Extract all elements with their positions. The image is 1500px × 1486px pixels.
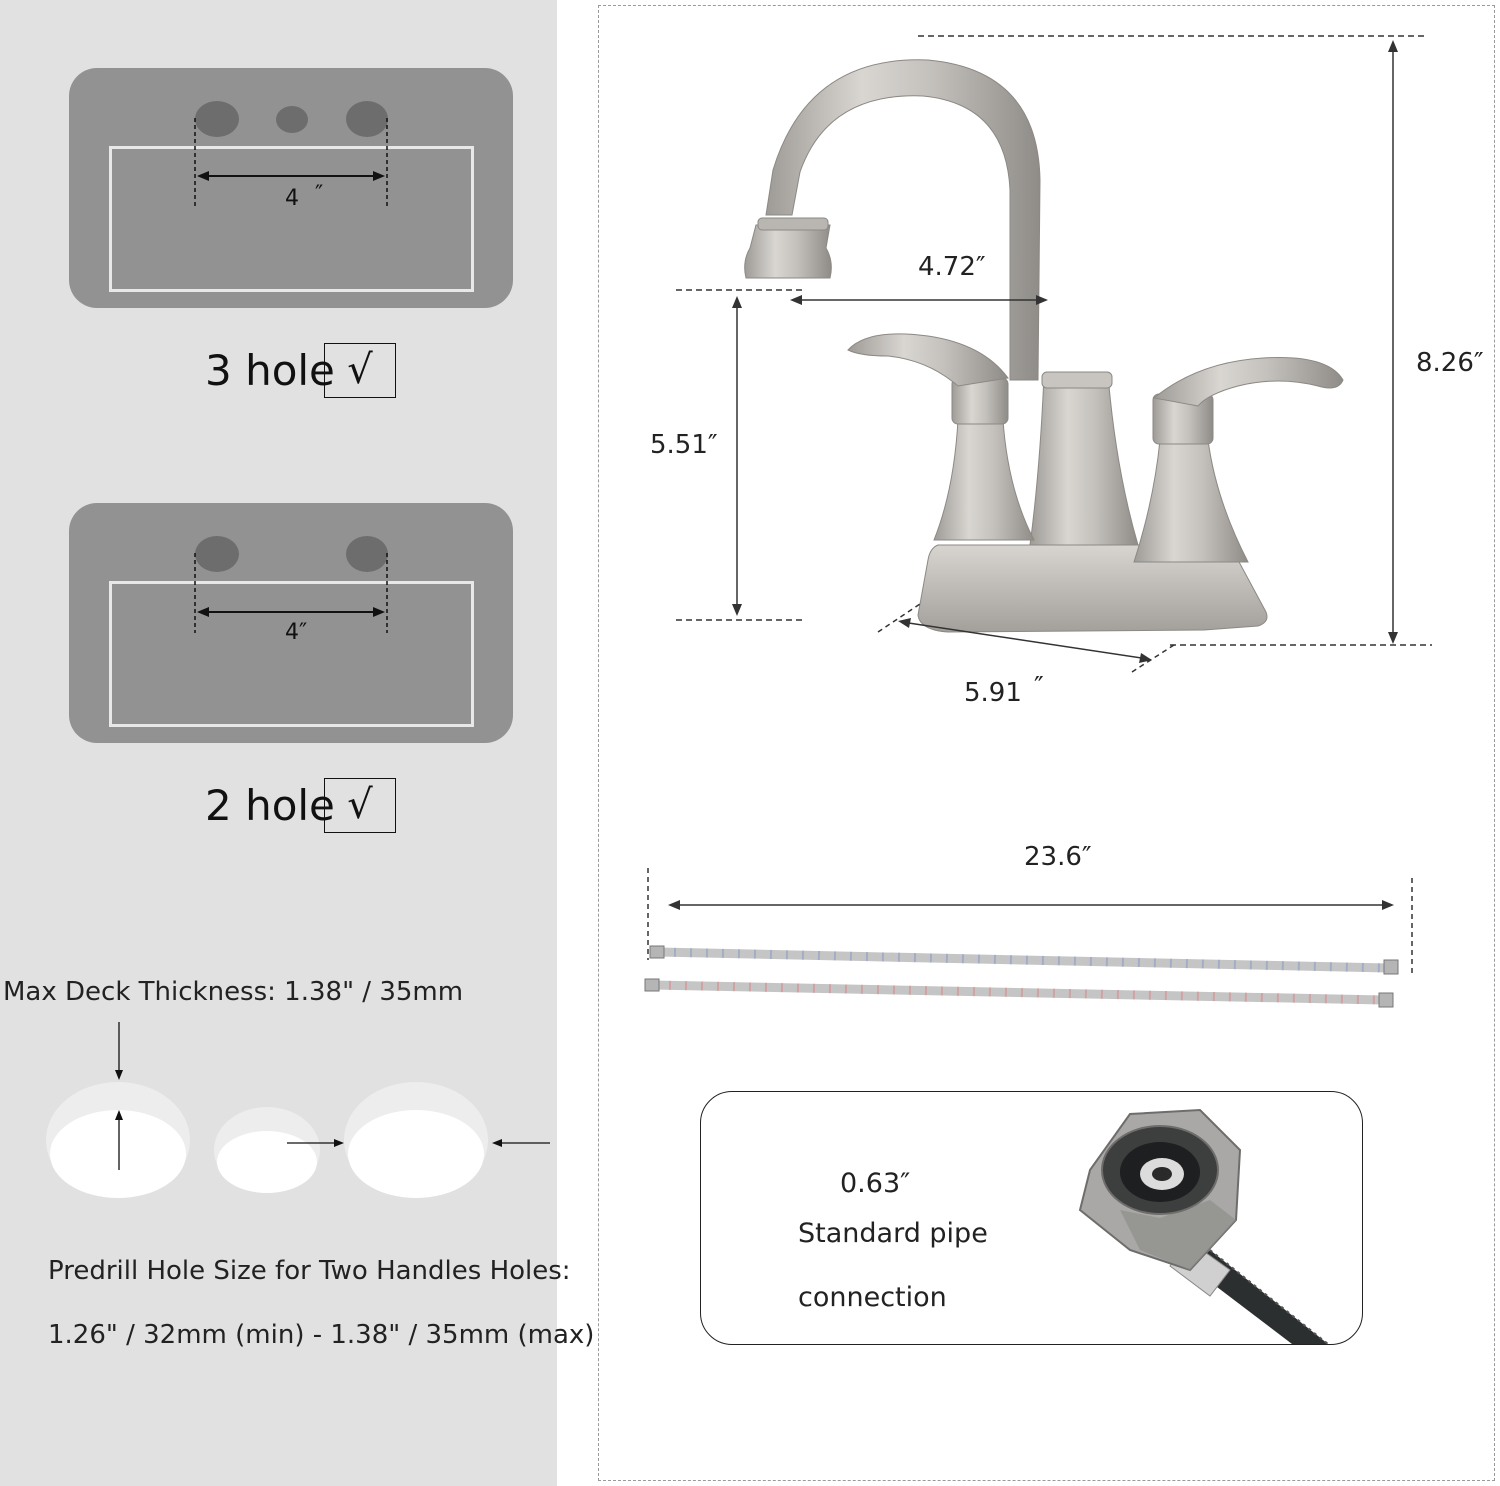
two-hole-label: 2 hole	[205, 781, 335, 830]
connection-size: 0.63″	[840, 1168, 911, 1199]
hose-nut-connector-image	[1078, 1108, 1329, 1345]
hole-right	[346, 536, 388, 572]
supply-hoses-drawing	[644, 868, 1413, 1008]
sink-basin	[109, 146, 474, 292]
faucet-center-column	[1029, 374, 1139, 546]
sink-basin	[109, 581, 474, 727]
hole-center	[276, 106, 308, 133]
supply-hose-1	[649, 945, 1399, 975]
base-length-value: 5.91	[964, 678, 1022, 708]
hole-right	[346, 101, 388, 137]
three-hole-spacing-dimension	[194, 118, 388, 206]
supply-hose-2	[644, 978, 1394, 1008]
predrill-range: 1.26" / 32mm (min) - 1.38" / 35mm (max)	[48, 1320, 595, 1350]
connection-label-line1: Standard pipe	[798, 1218, 988, 1249]
spout-height-value: 5.51″	[650, 430, 718, 460]
two-hole-check-box: √	[324, 778, 396, 833]
right-handle-lever	[1152, 357, 1344, 407]
left-handle-lever	[847, 333, 1009, 387]
spout-reach-value: 4.72″	[918, 252, 986, 282]
faucet-spout	[765, 59, 1041, 381]
two-hole-spacing-value: 4″	[285, 620, 308, 645]
left-handle-body	[933, 419, 1035, 541]
three-hole-sink-diagram: 4 ″	[69, 68, 513, 308]
three-hole-check-box: √	[324, 343, 396, 398]
deck-thickness-text: Max Deck Thickness: 1.38" / 35mm	[3, 977, 464, 1007]
hose-length-value: 23.6″	[1024, 842, 1092, 872]
total-height-value: 8.26″	[1416, 348, 1484, 378]
two-hole-sink-diagram: 4″	[69, 503, 513, 743]
three-hole-label: 3 hole	[205, 346, 335, 395]
hole-left	[195, 536, 239, 572]
hole-left	[195, 101, 239, 137]
deck-hole-sizes-illustration	[46, 1022, 550, 1198]
right-dimension-frame	[598, 5, 1495, 1481]
three-hole-spacing-unit: ″	[315, 182, 324, 207]
right-handle-body	[1133, 439, 1249, 563]
predrill-title: Predrill Hole Size for Two Handles Holes…	[48, 1256, 571, 1286]
base-length-unit: ″	[1034, 672, 1044, 702]
faucet-aerator	[744, 224, 832, 279]
connection-label-line2: connection	[798, 1282, 947, 1313]
three-hole-spacing-value: 4	[285, 186, 299, 211]
faucet-dimension-drawing	[676, 35, 1432, 673]
two-hole-spacing-dimension	[194, 553, 388, 633]
